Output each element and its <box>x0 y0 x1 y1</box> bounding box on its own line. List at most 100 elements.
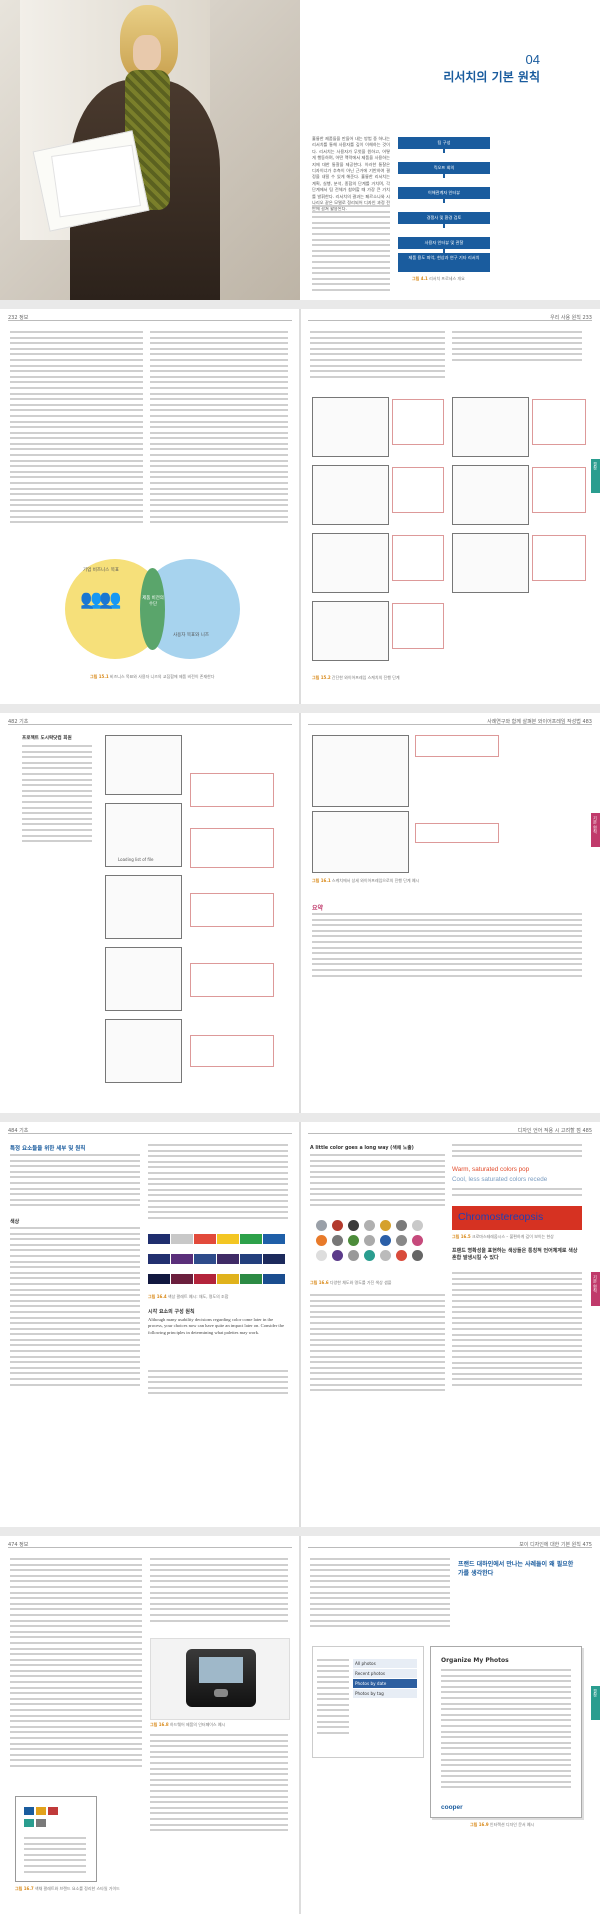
chromo-box: Chromostereopsis <box>452 1206 582 1230</box>
flow-arrow <box>443 249 445 253</box>
header-rule <box>308 320 592 321</box>
summary-heading: 요약 <box>312 905 324 912</box>
menu-item: All photos <box>353 1659 417 1668</box>
chapter-title: 리서치의 기본 원칙 <box>443 70 540 84</box>
guide-swatch <box>24 1807 34 1815</box>
chromo-text: Chromostereopsis <box>458 1211 544 1223</box>
color-dot <box>332 1235 343 1246</box>
sketch-note <box>392 467 444 513</box>
body-text-column <box>10 331 143 531</box>
sketch-note <box>415 735 499 757</box>
caption-label: 그림 16.9 <box>470 1822 489 1827</box>
wireframe-sketch <box>105 1019 182 1083</box>
color-dot <box>396 1235 407 1246</box>
body-text-column <box>10 1227 140 1397</box>
menu-item: Recent photos <box>353 1669 417 1678</box>
sketch-frame <box>452 465 529 525</box>
body-text-column <box>150 331 288 531</box>
color-dot <box>332 1220 343 1231</box>
flow-arrow <box>443 149 445 153</box>
sketch-note <box>415 823 499 843</box>
color-dot <box>316 1250 327 1261</box>
swatch-cell <box>148 1274 170 1284</box>
header-rule <box>308 1547 592 1548</box>
venn-caption: 그림 15.1 비즈니스 목표와 사용자 니즈의 교집합에 제품 비전이 존재한… <box>90 674 215 679</box>
venn-intersection <box>140 568 165 650</box>
page-gutter <box>299 713 301 1113</box>
sketch-note <box>190 1035 274 1067</box>
side-tab: 기본 원칙 <box>591 813 600 847</box>
swatch-cell <box>217 1254 239 1264</box>
style-guide-sample <box>15 1796 97 1882</box>
color-dot <box>380 1250 391 1261</box>
sketch-grid <box>312 397 586 667</box>
pullquote: 프랜드 대하인에서 만나는 사례들이 왜 필요한가를 생각한다 <box>458 1561 574 1577</box>
caption-label: 그림 16.8 <box>150 1722 169 1727</box>
venn-left-label: 기업 비즈니스 목표 <box>83 568 119 573</box>
sketch-note <box>190 893 274 927</box>
body-text-column <box>452 1144 582 1164</box>
sketch-caption: 그림 15.2 간단한 와이어프레임 스케치의 진행 단계 <box>312 675 400 680</box>
english-quote: Although many usability decisions regard… <box>148 1317 284 1335</box>
sketch-note <box>190 773 274 807</box>
flow-step-2: 킥오프 회의 <box>398 162 490 174</box>
wireframe-sketch <box>312 735 409 807</box>
swatch-cell <box>263 1274 285 1284</box>
wireframe-sketch <box>105 947 182 1011</box>
color-dot <box>380 1235 391 1246</box>
venn-diagram: 기업 비즈니스 목표 👥👥 제품 비전의 수단 사용자 목표와 니즈 <box>55 554 255 664</box>
sub-heading: 색상 <box>10 1219 20 1225</box>
guide-swatch <box>36 1807 46 1815</box>
menu-item: Photos by date <box>353 1679 417 1688</box>
caption-text: 색상 팔레트 예시: 채도, 명도의 조합 <box>167 1294 229 1299</box>
body-text-column <box>148 1144 288 1224</box>
guide-swatch <box>24 1819 34 1827</box>
callout-text: 프랜드 명확성을 표현하는 색상들은 통칭적 언어체계로 색상 혼합 발생시킬 … <box>452 1248 578 1261</box>
body-text-column <box>150 1734 288 1844</box>
body-text-column <box>148 1370 288 1400</box>
sketch-frame <box>452 533 529 593</box>
color-dot-grid <box>316 1220 441 1276</box>
swatch-cell <box>240 1254 262 1264</box>
caption-label: 그림 16.7 <box>15 1886 34 1891</box>
menu-spec-figure: All photos Recent photos Photos by date … <box>312 1646 424 1758</box>
doc-brand: cooper <box>441 1804 463 1811</box>
spec-document: Organize My Photos cooper <box>430 1646 582 1818</box>
side-tab-label: 기본 원칙 <box>593 1275 598 1293</box>
body-text-column <box>452 1272 582 1397</box>
caption-label: 그림 15.1 <box>90 674 109 679</box>
cool-colors-text: Cool, less saturated colors recede <box>452 1176 548 1183</box>
page-gutter <box>299 309 301 704</box>
flow-step-5: 사용자 인터뷰 및 관찰 <box>398 237 490 249</box>
body-text-column <box>310 1154 445 1214</box>
swatch-cell <box>194 1254 216 1264</box>
venn-center-label: 제품 비전의 수단 <box>142 596 164 607</box>
dots-caption: 그림 16.6 다양한 채도와 명도를 가진 색상 샘플 <box>310 1280 445 1285</box>
guide-text <box>24 1837 86 1877</box>
body-text-block <box>312 205 390 295</box>
sketch-note <box>532 399 586 445</box>
flow-step-1: 팀 구성 <box>398 137 490 149</box>
page-header-right: 사례연구와 함께 살펴본 와이어프레임 작성법 483 <box>487 719 592 725</box>
summary-text <box>312 913 582 983</box>
spread-documentation-pages: 474 정보 보이 디자인에 대한 기본 원칙 475 그림 16.7 색채 팔… <box>0 1536 600 1914</box>
sub-heading: 시각 요소의 구성 원칙 <box>148 1309 195 1315</box>
sketch-frame <box>312 465 389 525</box>
caption-text: 리서치 프로세스 개요 <box>429 276 465 281</box>
caption-label: 그림 16.4 <box>148 1294 167 1299</box>
caption-text: 비즈니스 목표와 사용자 니즈의 교집합에 제품 비전이 존재한다 <box>109 674 215 679</box>
page-header-left: 232 정보 <box>8 315 29 321</box>
intro-paragraph: 훌륭한 제품들을 만들어 내는 방법 중 하나는 리서치를 통해 사용자를 깊이… <box>312 136 390 212</box>
caption-text: 간단한 와이어프레임 스케치의 진행 단계 <box>331 675 400 680</box>
swatch-cell <box>148 1234 170 1244</box>
section-heading: 특정 요소들을 위한 세부 및 원칙 <box>10 1146 86 1152</box>
page-gutter <box>299 1536 301 1914</box>
caption-label: 그림 16.5 <box>452 1234 471 1239</box>
caption-text: 크로마스테레옵시스 – 불편하게 깊이 보이는 현상 <box>471 1234 554 1239</box>
color-dot <box>348 1220 359 1231</box>
body-text-column <box>150 1558 288 1633</box>
spread-color-pages: 484 기초 디자인 언어 적용 시 고려할 점 485 특정 요소들을 위한 … <box>0 1122 600 1527</box>
swatch-cell <box>217 1234 239 1244</box>
swatch-cell <box>263 1254 285 1264</box>
sketch-note <box>392 535 444 581</box>
